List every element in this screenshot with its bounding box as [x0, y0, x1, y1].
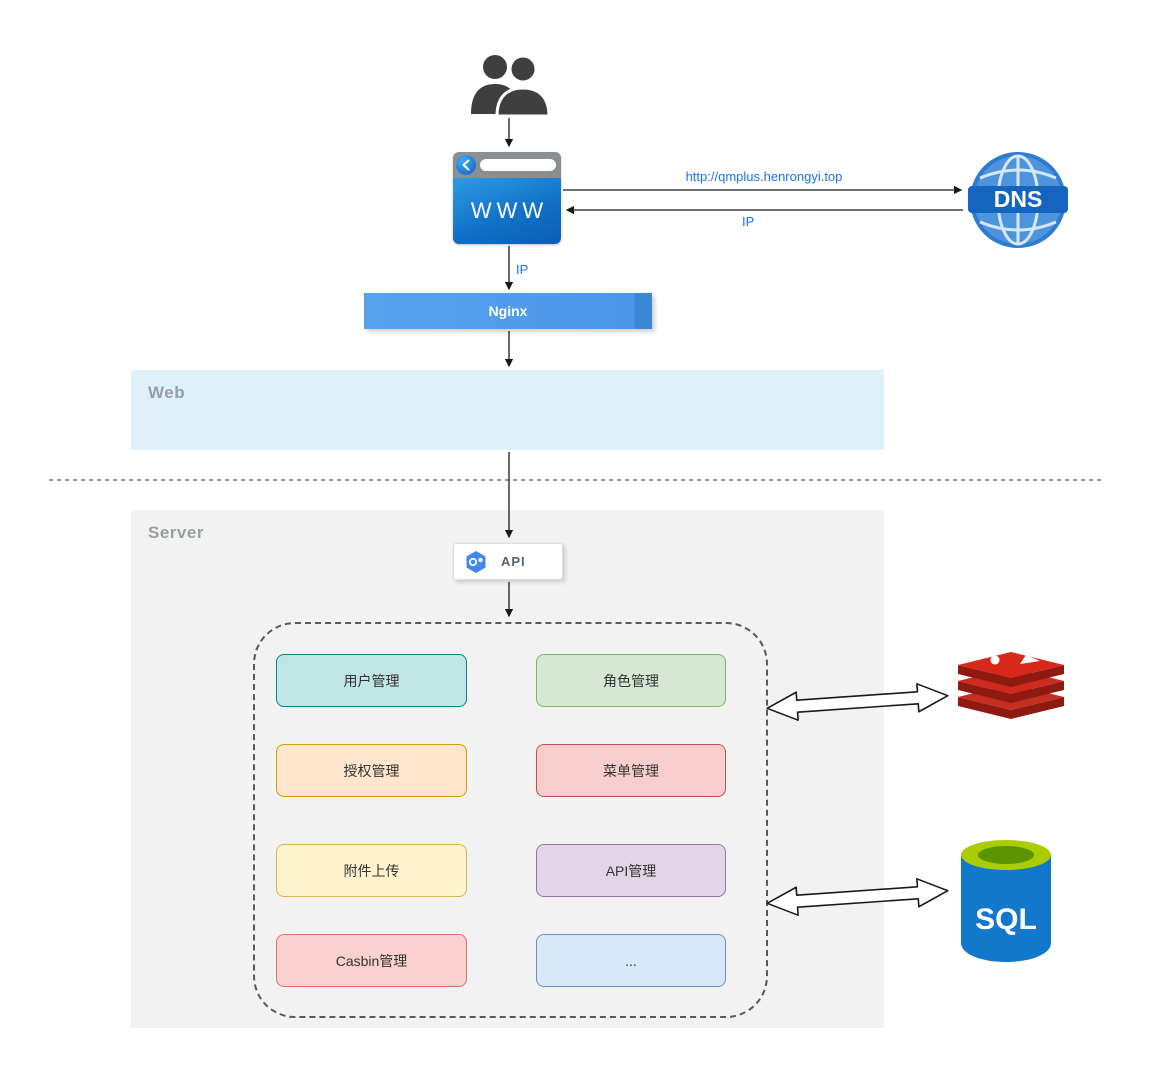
api-label: API: [501, 554, 526, 569]
sql-database-icon: SQL: [961, 840, 1051, 962]
module-casbin-management: Casbin管理: [276, 934, 467, 987]
browser-toolbar: [453, 152, 561, 178]
api-hexagon-icon: [466, 550, 486, 573]
dns-response-label: IP: [742, 214, 755, 229]
nginx-node: Nginx: [364, 293, 652, 329]
sql-label: SQL: [975, 903, 1037, 936]
module-label: 菜单管理: [603, 762, 659, 779]
module-api-management: API管理: [536, 844, 726, 897]
dns-globe-icon: DNS: [968, 152, 1068, 248]
module-label: 角色管理: [603, 672, 659, 689]
request-url-label: http://qmplus.henrongyi.top: [685, 169, 843, 184]
server-zone-label: Server: [148, 523, 204, 542]
module-authorization-management: 授权管理: [276, 744, 467, 797]
users-icon: [471, 54, 551, 116]
module-label: API管理: [605, 862, 657, 879]
web-zone-label: Web: [148, 383, 186, 402]
nginx-ip-label: IP: [516, 262, 529, 277]
module-label: ...: [625, 952, 637, 969]
modules-group: [253, 622, 768, 1018]
web-zone: Web: [131, 370, 884, 450]
module-label: 附件上传: [343, 862, 400, 879]
browser-label: WWW: [470, 198, 549, 223]
redis-database-icon: [958, 652, 1064, 719]
modules-redis-arrow: [766, 683, 949, 721]
module-label: Casbin管理: [335, 952, 408, 969]
server-zone: Server: [131, 510, 884, 1028]
browser-window: WWW: [453, 152, 561, 244]
module-role-management: 角色管理: [536, 654, 726, 707]
nginx-label: Nginx: [488, 303, 528, 319]
back-arrow-icon: [456, 155, 476, 175]
module-attachment-upload: 附件上传: [276, 844, 467, 897]
api-node: API: [453, 543, 563, 580]
module-menu-management: 菜单管理: [536, 744, 726, 797]
module-user-management: 用户管理: [276, 654, 467, 707]
modules-sql-arrow: [766, 878, 949, 916]
dns-label: DNS: [994, 186, 1043, 212]
address-bar: [480, 159, 556, 171]
browser-body: WWW: [453, 178, 561, 244]
module-label: 用户管理: [343, 672, 400, 689]
module-label: 授权管理: [343, 762, 400, 779]
module-more: ...: [536, 934, 726, 987]
